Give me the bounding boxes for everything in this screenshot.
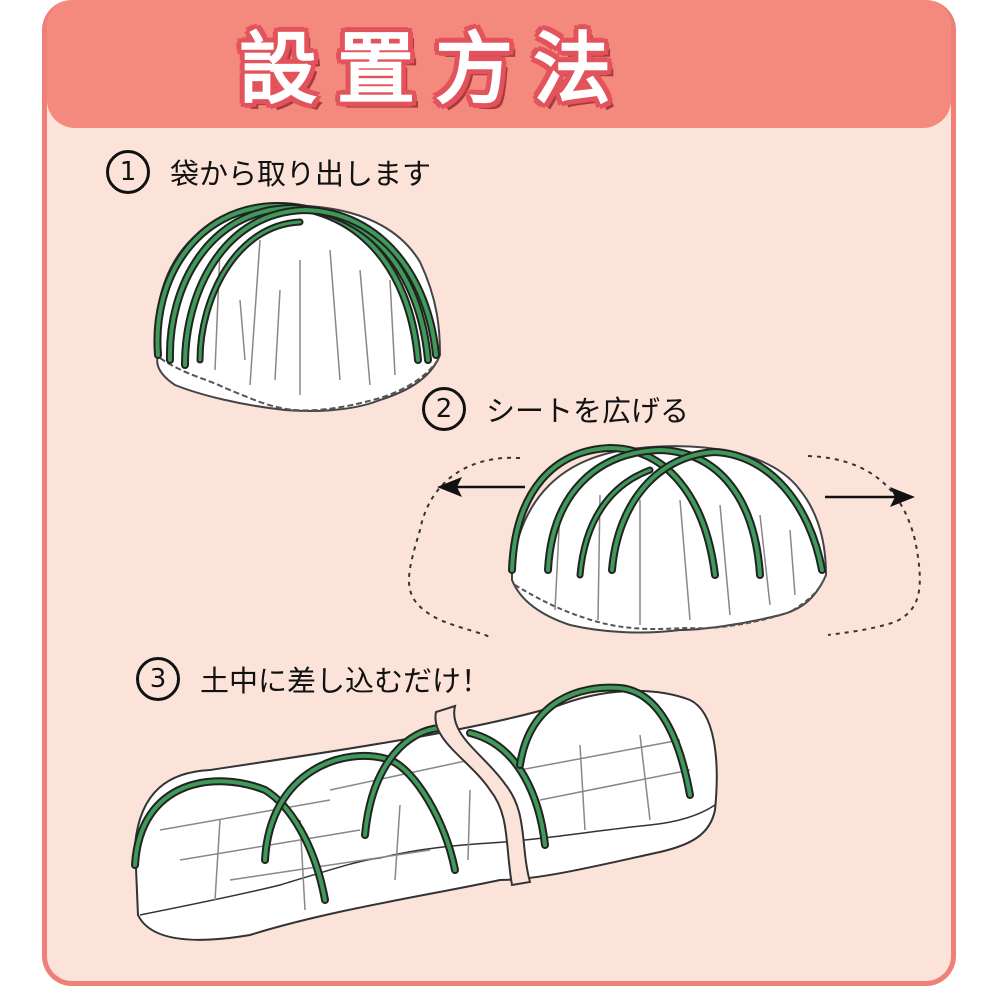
step-1-number: 1 [106, 150, 150, 194]
step-2-number: 2 [422, 387, 466, 431]
page-title: 設置方法 [238, 25, 631, 115]
spreading-sheet-illustration [408, 443, 921, 639]
step-1-text: 袋から取り出します [170, 157, 432, 191]
header-band [47, 0, 951, 128]
step-2-text: シートを広げる [486, 394, 690, 428]
step-3-number: 3 [136, 657, 180, 701]
installed-tunnel-illustration [131, 683, 718, 941]
folded-tunnel-illustration [153, 201, 442, 412]
step-3-text: 土中に差し込むだけ！ [200, 664, 491, 698]
step-3: 3 土中に差し込むだけ！ [136, 657, 490, 701]
step-2: 2 シートを広げる [422, 387, 689, 431]
arrow-right-icon [825, 487, 915, 507]
arrow-left-icon [437, 477, 525, 497]
step-1: 1 袋から取り出します [106, 150, 431, 194]
